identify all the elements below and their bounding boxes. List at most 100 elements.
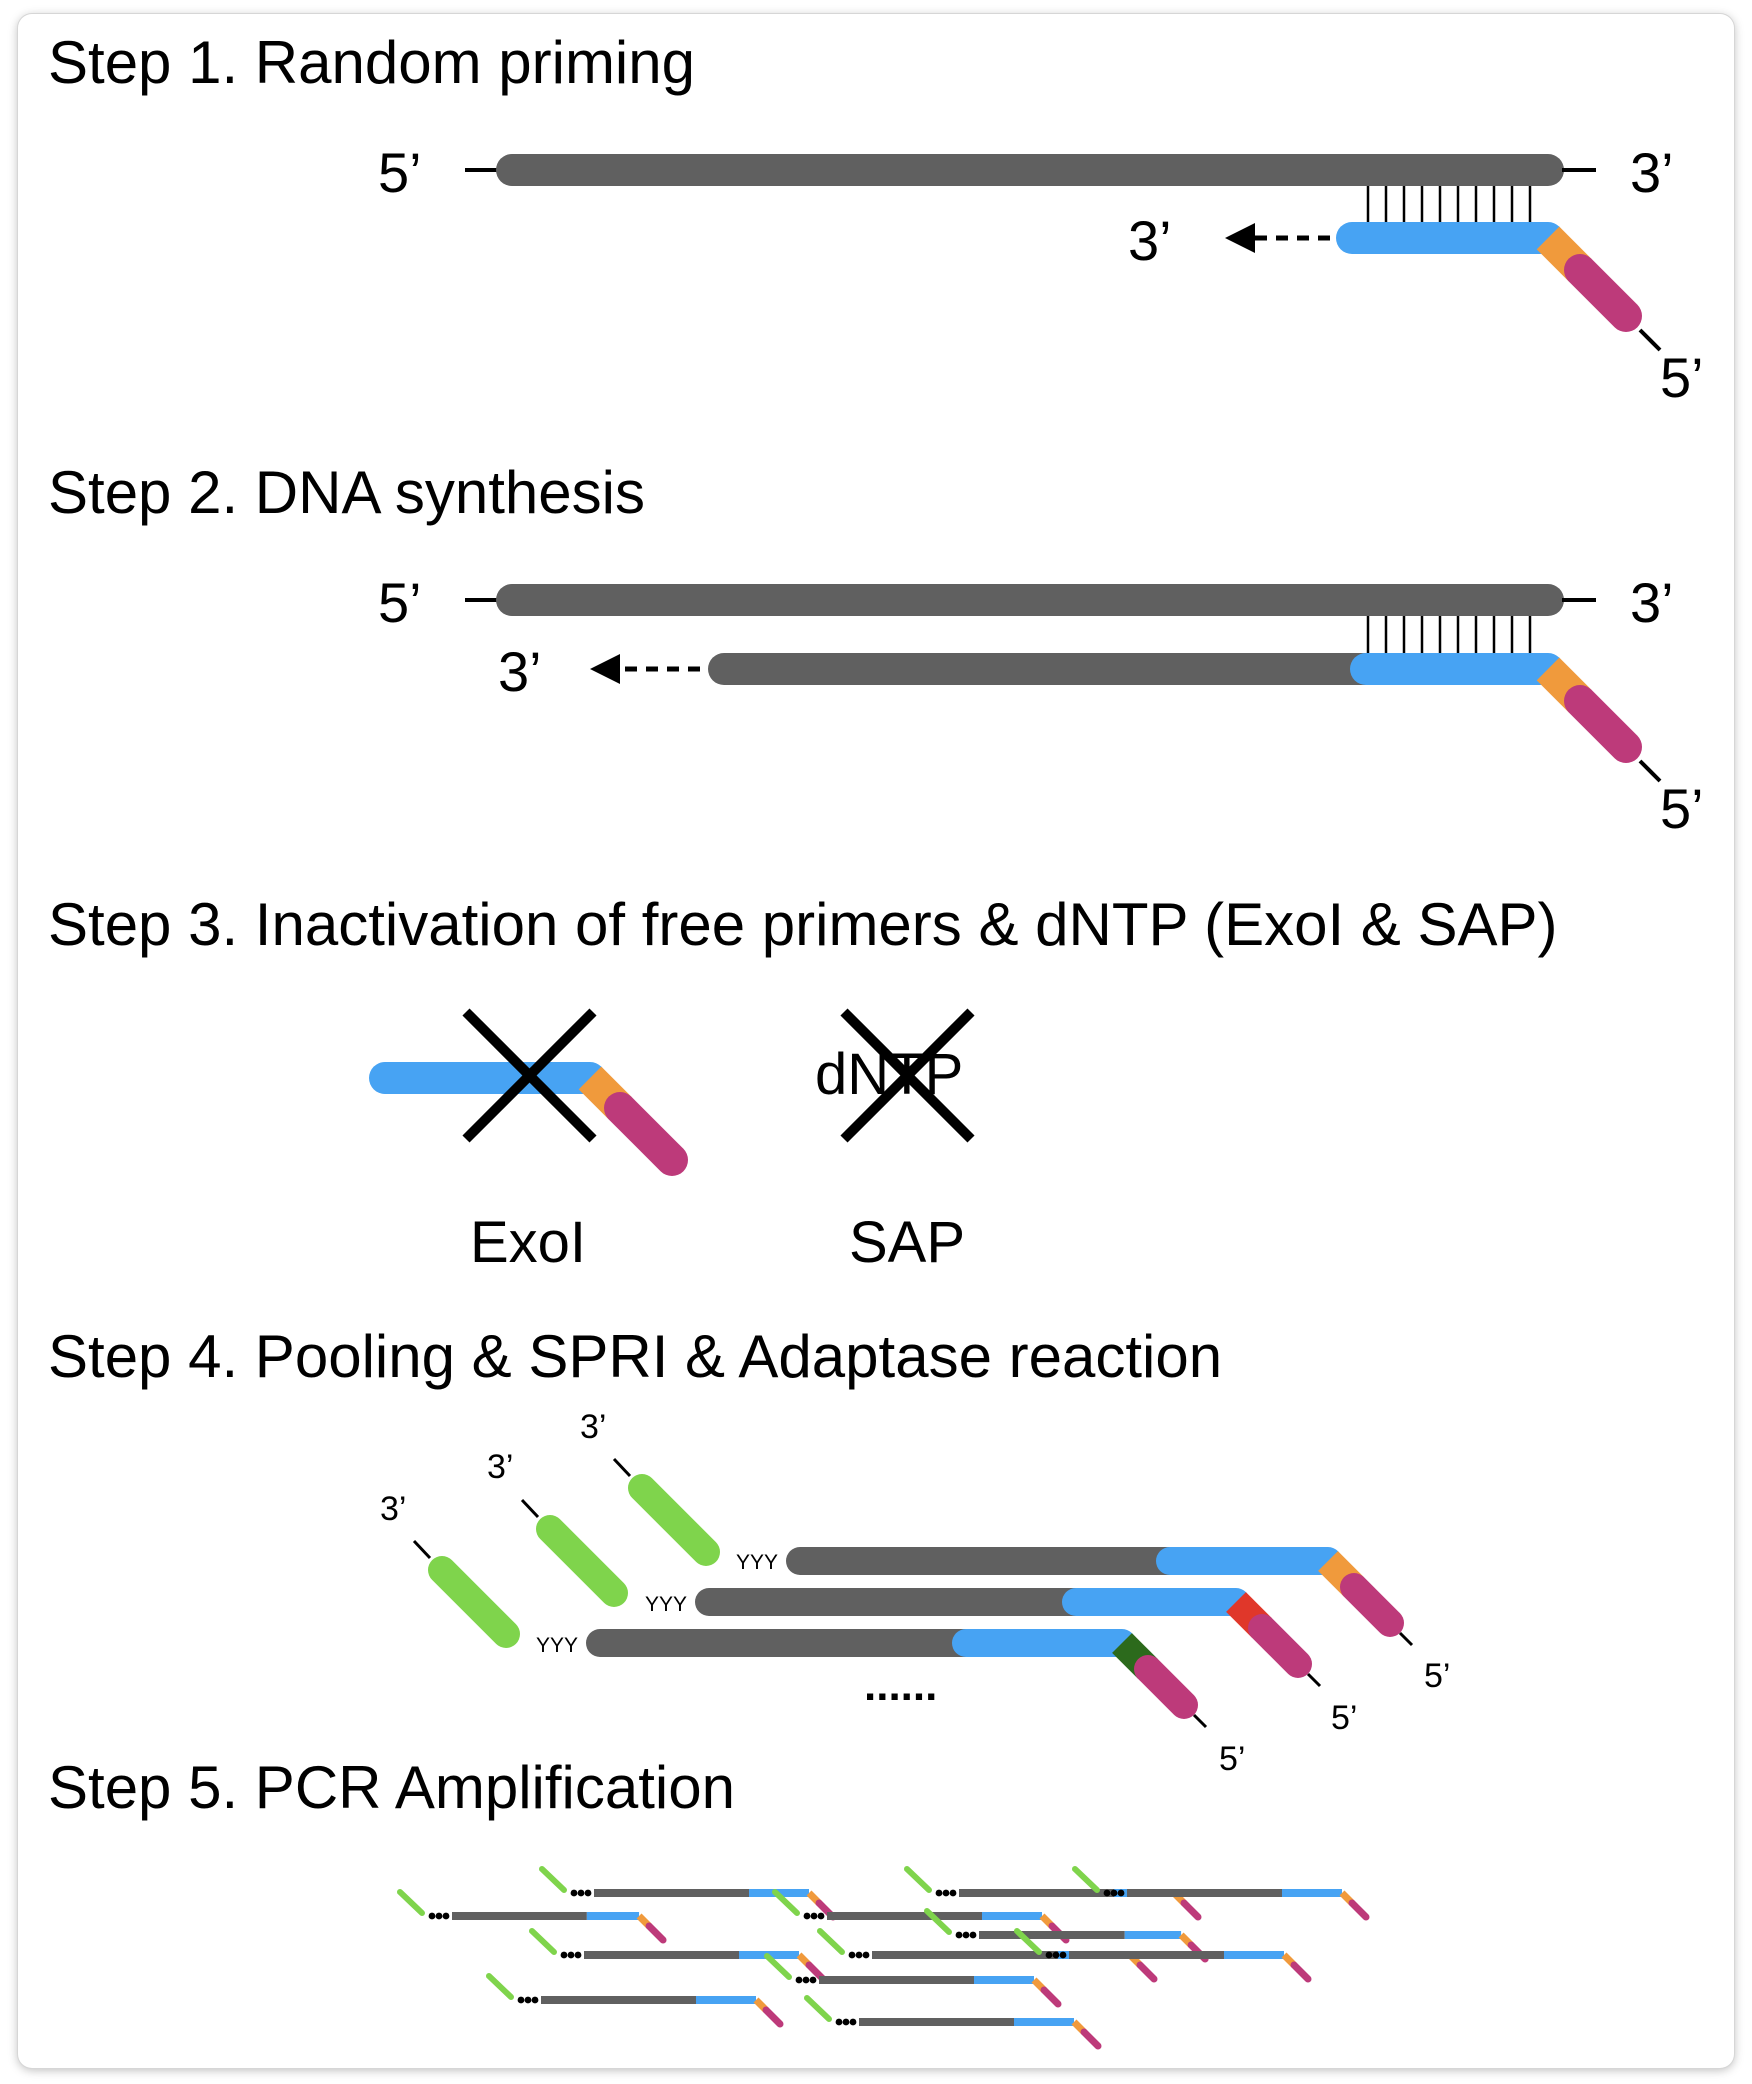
step3-primer-cross-icon: [462, 1008, 597, 1143]
step3-dntp-cross-icon: [840, 1008, 975, 1143]
step2-template-5prime-label: 5’: [378, 571, 422, 634]
amplicon-handle: [762, 2006, 784, 2028]
step5-title: Step 5. PCR Amplification: [48, 1754, 735, 1821]
amplicon-adapter: [486, 1973, 514, 2000]
step2-template-3prime-label: 3’: [1630, 571, 1674, 634]
amplicon-handle: [1348, 1899, 1370, 1921]
amplicon-tail-dot: [849, 2018, 857, 2026]
amplicon-tail-dot: [803, 1912, 811, 1920]
step4-molecule-2-handle: [1248, 1614, 1312, 1678]
amplicon-tail-dot: [817, 1912, 825, 1920]
amplicon-tail-dot: [1052, 1951, 1060, 1959]
step4-molecule-1-3prime-stub: [612, 1457, 632, 1478]
step4-molecule-3-5prime-stub: [1192, 1713, 1208, 1729]
step4-molecule-2-tail: YYY: [645, 1593, 687, 1616]
amplicon-adapter: [1072, 1866, 1100, 1893]
pcr-amplicon: [397, 1889, 667, 1944]
amplicon-adapter: [397, 1889, 425, 1916]
step4-molecule-2-3prime-stub: [520, 1498, 540, 1519]
amplicon-handle: [1040, 1986, 1062, 2008]
amplicon-handle: [1290, 1961, 1312, 1983]
amplicon-adapter: [924, 1908, 952, 1935]
step2-primer-5prime-label: 5’: [1660, 777, 1704, 840]
amplicon-tail-dot: [577, 1889, 585, 1897]
amplicon-tail-dot: [955, 1931, 963, 1939]
step2-title: Step 2. DNA synthesis: [48, 459, 645, 526]
amplicon-tail-dot: [517, 1996, 525, 2004]
step1-primer-3prime-label: 3’: [1128, 209, 1172, 272]
step3-section: Step 3. Inactivation of free primers & d…: [48, 891, 1558, 1275]
step3-free-primer-handle: [604, 1092, 688, 1176]
step4-molecule-3-5prime-label: 5’: [1219, 1740, 1245, 1778]
pcr-amplicon: [1014, 1928, 1312, 1983]
step4-molecule-1: 3’ YYY 5’: [580, 1408, 1450, 1695]
amplicon-tail-dot: [842, 2018, 850, 2026]
step4-molecule-2: 3’ YYY 5’: [487, 1448, 1357, 1737]
amplicon-handle: [1180, 1899, 1202, 1921]
step1-title: Step 1. Random priming: [48, 29, 695, 96]
amplicon-adapter: [529, 1928, 557, 1955]
amplicon-tail-dot: [1045, 1951, 1053, 1959]
pcr-amplicon: [804, 1995, 1102, 2050]
step4-ellipsis: ......: [864, 1661, 937, 1710]
amplicon-tail-dot: [848, 1951, 856, 1959]
step5-section: Step 5. PCR Amplification: [48, 1754, 1370, 2050]
step4-molecule-2-5prime-stub: [1306, 1672, 1322, 1688]
pcr-amplicon: [764, 1953, 1062, 2008]
step4-molecule-3-3prime-label: 3’: [380, 1490, 406, 1528]
step1-primer-handle: [1564, 254, 1642, 332]
step2-section: Step 2. DNA synthesis 5’ 3’ 5’ 3’: [48, 459, 1704, 840]
amplicon-tail-dot: [969, 1931, 977, 1939]
amplicon-tail-dot: [942, 1889, 950, 1897]
amplicon-tail-dot: [574, 1951, 582, 1959]
step4-molecule-2-5prime-label: 5’: [1331, 1699, 1357, 1737]
amplicon-tail-dot: [442, 1912, 450, 1920]
step4-title: Step 4. Pooling & SPRI & Adaptase reacti…: [48, 1323, 1222, 1390]
step2-primer-5prime-stub: [1638, 759, 1662, 783]
step1-section: Step 1. Random priming 5’ 3’ 5’ 3’: [48, 29, 1704, 409]
amplicon-tail-dot: [862, 1951, 870, 1959]
step4-molecule-1-tail: YYY: [736, 1551, 778, 1574]
amplicon-adapter: [804, 1995, 832, 2022]
amplicon-tail-dot: [435, 1912, 443, 1920]
step1-primer-5prime-label: 5’: [1660, 346, 1704, 409]
amplicon-tail-dot: [810, 1912, 818, 1920]
amplicon-tail-dot: [1103, 1889, 1111, 1897]
step4-molecule-3-tail: YYY: [536, 1634, 578, 1657]
step2-base-pairing: [1366, 616, 1532, 653]
step1-template-3prime-label: 3’: [1630, 141, 1674, 204]
amplicon-adapter: [772, 1889, 800, 1916]
step3-title: Step 3. Inactivation of free primers & d…: [48, 891, 1558, 958]
amplicon-tail-dot: [949, 1889, 957, 1897]
amplicon-handle: [1080, 2028, 1102, 2050]
amplicon-tail-dot: [567, 1951, 575, 1959]
step4-molecule-1-5prime-stub: [1398, 1631, 1414, 1647]
step4-molecule-1-handle: [1340, 1573, 1404, 1637]
amplicon-tail-dot: [855, 1951, 863, 1959]
amplicon-tail-dot: [524, 1996, 532, 2004]
amplicon-handle: [1136, 1961, 1158, 1983]
step4-molecule-1-3prime-label: 3’: [580, 1408, 606, 1446]
amplicon-tail-dot: [570, 1889, 578, 1897]
step2-primer-handle: [1564, 685, 1642, 763]
amplicon-tail-dot: [1059, 1951, 1067, 1959]
amplicon-adapter: [904, 1866, 932, 1893]
amplicon-tail-dot: [584, 1889, 592, 1897]
pcr-amplicon: [486, 1973, 784, 2028]
amplicon-tail-dot: [531, 1996, 539, 2004]
amplicon-tail-dot: [1110, 1889, 1118, 1897]
step4-molecule-3: 3’ YYY 5’: [380, 1490, 1245, 1778]
step1-base-pairing: [1366, 186, 1532, 222]
step2-synthesized-3prime-label: 3’: [498, 640, 542, 703]
amplicon-tail-dot: [935, 1889, 943, 1897]
step4-molecule-2-adapter: [536, 1515, 628, 1607]
amplicon-tail-dot: [428, 1912, 436, 1920]
step4-molecule-1-5prime-label: 5’: [1424, 1657, 1450, 1695]
amplicon-adapter: [764, 1953, 792, 1980]
step4-molecule-3-3prime-stub: [412, 1539, 432, 1560]
step1-primer-5prime-stub: [1638, 328, 1662, 352]
amplicon-tail-dot: [835, 2018, 843, 2026]
step4-molecule-3-handle: [1134, 1655, 1198, 1719]
amplicon-tail-dot: [962, 1931, 970, 1939]
